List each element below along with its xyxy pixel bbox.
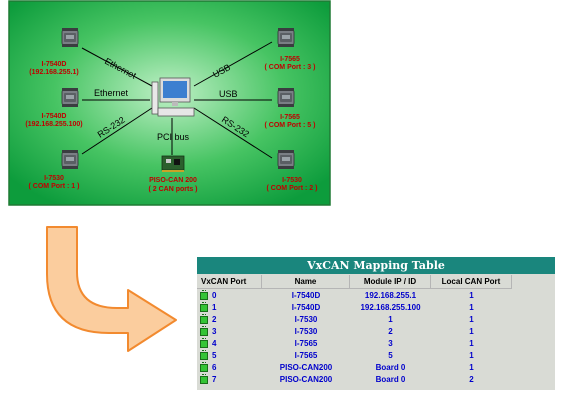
- device-name-left-bottom: I-7530: [44, 175, 64, 182]
- pci-bus-label: PCI bus: [157, 132, 190, 142]
- piso-can-card-icon: [161, 155, 185, 172]
- rs232-link-left: [81, 107, 153, 155]
- table-row[interactable]: 1 I-7540D 192.168.255.100 1: [197, 302, 555, 314]
- cell-name: I-7540D: [291, 303, 321, 312]
- header-local-can-port[interactable]: Local CAN Port: [431, 275, 512, 289]
- can-chip-icon: [200, 314, 208, 324]
- device-detail-right-middle: ( COM Port : 5 ): [265, 122, 316, 129]
- port-number: 5: [212, 351, 217, 360]
- device-detail-left-top: (192.168.255.1): [29, 69, 78, 76]
- ethernet-link-upper: [81, 47, 153, 87]
- cell-module: 2: [388, 327, 393, 336]
- table-header: VxCAN Port Name Module IP / ID Local CAN…: [197, 275, 555, 289]
- device-name-left-middle: I-7540D: [42, 113, 67, 120]
- port-number: 0: [212, 291, 217, 300]
- ethernet-label-lower: Ethernet: [94, 88, 129, 98]
- i7565-module-icon-middle: [277, 87, 295, 108]
- usb-label-lower: USB: [219, 89, 238, 99]
- cell-local-can: 2: [469, 375, 474, 384]
- can-chip-icon: [200, 290, 208, 300]
- cell-local-can: 1: [469, 315, 474, 324]
- port-cell: 2: [197, 314, 262, 326]
- device-detail-left-bottom: ( COM Port : 1 ): [29, 183, 80, 190]
- device-detail-left-middle: (192.168.255.100): [25, 121, 82, 128]
- port-cell: 0: [197, 290, 262, 302]
- can-chip-icon: [200, 374, 208, 384]
- table-row[interactable]: 4 I-7565 3 1: [197, 338, 555, 350]
- can-chip-icon: [200, 350, 208, 360]
- cell-name: PISO-CAN200: [279, 375, 333, 384]
- can-chip-icon: [200, 338, 208, 348]
- port-number: 6: [212, 363, 217, 372]
- cell-local-can: 1: [469, 303, 474, 312]
- flow-arrow: [46, 226, 177, 352]
- port-cell: 4: [197, 338, 262, 350]
- computer-icon: [151, 77, 195, 117]
- device-detail-pci-card: ( 2 CAN ports ): [149, 186, 198, 193]
- cell-name: I-7540D: [291, 291, 321, 300]
- cell-module: 5: [388, 351, 393, 360]
- device-name-right-top: I-7565: [280, 56, 300, 63]
- device-name-left-top: I-7540D: [42, 61, 67, 68]
- port-cell: 5: [197, 350, 262, 362]
- cell-local-can: 1: [469, 351, 474, 360]
- header-name[interactable]: Name: [262, 275, 350, 289]
- device-name-pci-card: PISO-CAN 200: [149, 177, 197, 184]
- vxcan-mapping-table: VxCAN Mapping Table VxCAN Port Name Modu…: [197, 257, 555, 390]
- cell-name: I-7530: [294, 315, 318, 324]
- port-number: 7: [212, 375, 217, 384]
- device-detail-right-bottom: ( COM Port : 2 ): [267, 185, 318, 192]
- cell-module: 1: [388, 315, 393, 324]
- device-name-right-bottom: I-7530: [282, 177, 302, 184]
- cell-local-can: 1: [469, 327, 474, 336]
- cell-module: 192.168.255.1: [364, 291, 417, 300]
- port-number: 3: [212, 327, 217, 336]
- device-name-right-middle: I-7565: [280, 114, 300, 121]
- port-cell: 6: [197, 362, 262, 374]
- i7540d-module-icon-top: [61, 27, 79, 48]
- port-number: 4: [212, 339, 217, 348]
- cell-module: Board 0: [375, 375, 406, 384]
- cell-module: Board 0: [375, 363, 406, 372]
- can-chip-icon: [200, 302, 208, 312]
- port-cell: 7: [197, 374, 262, 386]
- cell-name: I-7530: [294, 327, 318, 336]
- port-cell: 3: [197, 326, 262, 338]
- cell-module: 192.168.255.100: [360, 303, 421, 312]
- cell-local-can: 1: [469, 339, 474, 348]
- rs232-link-right: [193, 107, 273, 159]
- connection-lines: [81, 41, 273, 159]
- table-row[interactable]: 0 I-7540D 192.168.255.1 1: [197, 290, 555, 302]
- i7540d-module-icon-middle: [61, 87, 79, 108]
- port-number: 1: [212, 303, 217, 312]
- port-cell: 1: [197, 302, 262, 314]
- i7565-module-icon-top: [277, 27, 295, 48]
- i7530-module-icon-right: [277, 149, 295, 170]
- table-row[interactable]: 7 PISO-CAN200 Board 0 2: [197, 374, 555, 386]
- cell-module: 3: [388, 339, 393, 348]
- port-number: 2: [212, 315, 217, 324]
- cell-name: I-7565: [294, 351, 318, 360]
- cell-name: PISO-CAN200: [279, 363, 333, 372]
- cell-local-can: 1: [469, 363, 474, 372]
- header-module-ip-id[interactable]: Module IP / ID: [350, 275, 431, 289]
- table-row[interactable]: 5 I-7565 5 1: [197, 350, 555, 362]
- cell-name: I-7565: [294, 339, 318, 348]
- table-row[interactable]: 6 PISO-CAN200 Board 0 1: [197, 362, 555, 374]
- device-detail-right-top: ( COM Port : 3 ): [265, 64, 316, 71]
- table-row[interactable]: 2 I-7530 1 1: [197, 314, 555, 326]
- table-row[interactable]: 3 I-7530 2 1: [197, 326, 555, 338]
- cell-local-can: 1: [469, 291, 474, 300]
- can-chip-icon: [200, 362, 208, 372]
- table-title: VxCAN Mapping Table: [197, 257, 555, 274]
- header-vxcan-port[interactable]: VxCAN Port: [197, 275, 262, 289]
- usb-link-upper: [193, 41, 273, 87]
- can-chip-icon: [200, 326, 208, 336]
- i7530-module-icon-left: [61, 149, 79, 170]
